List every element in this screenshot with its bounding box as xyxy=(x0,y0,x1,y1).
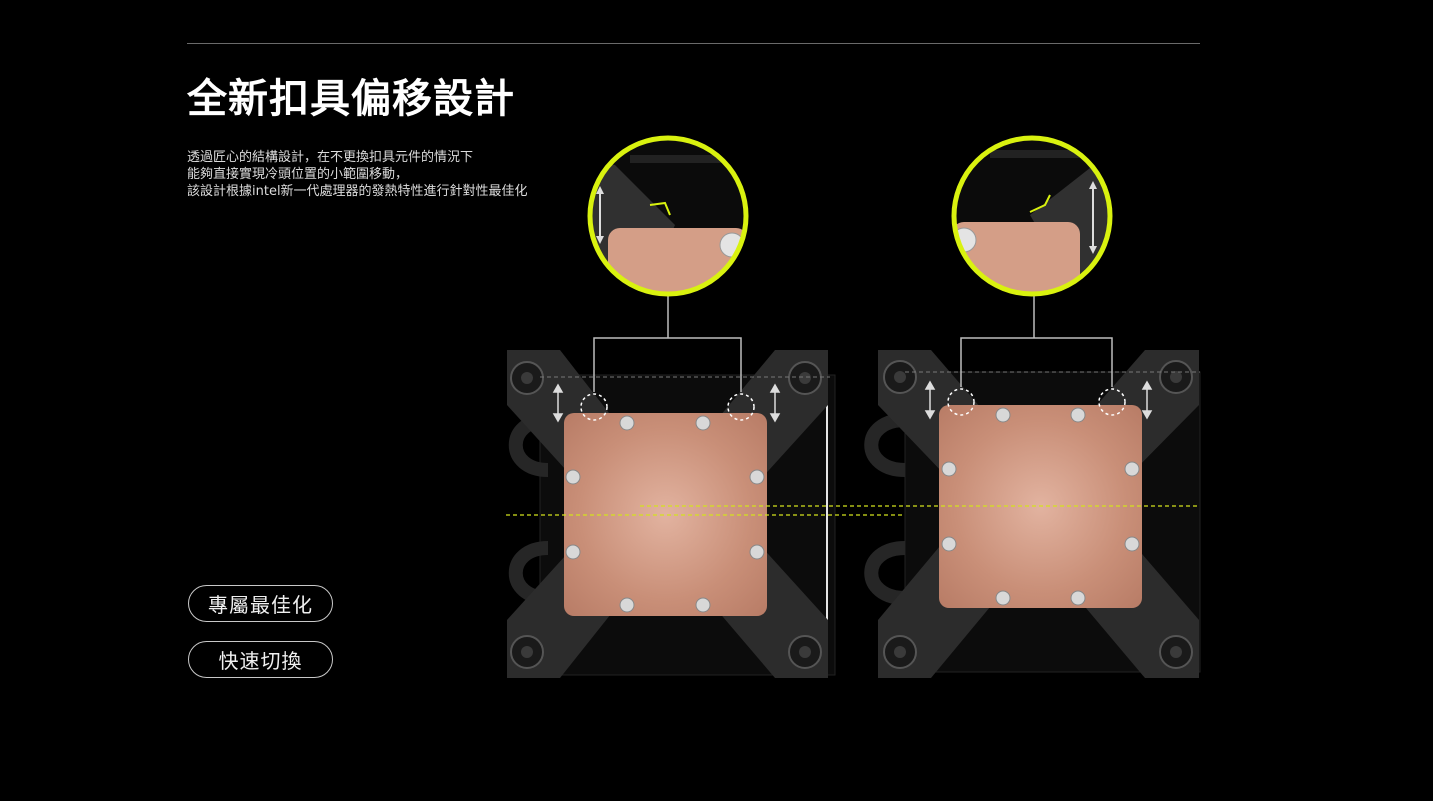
top-divider xyxy=(187,43,1200,44)
description-line-3: 該設計根據intel新一代處理器的發熱特性進行針對性最佳化 xyxy=(187,184,528,199)
quick-switch-button[interactable]: 快速切換 xyxy=(188,641,333,678)
exclusive-optimization-button[interactable]: 專屬最佳化 xyxy=(188,585,333,622)
screw-icon xyxy=(941,407,1140,606)
mounting-offset-illustration xyxy=(506,135,1201,678)
cooler-mount-right xyxy=(640,295,1201,678)
section-title: 全新扣具偏移設計 xyxy=(187,76,515,122)
magnifier-ring-right xyxy=(951,135,1113,297)
cooler-mount-left xyxy=(506,295,1005,678)
description-line-1: 透過匠心的結構設計，在不更換扣具元件的情況下 xyxy=(187,150,474,165)
section-description: 透過匠心的結構設計，在不更換扣具元件的情況下 能夠直接實現冷頭位置的小範圍移動，… xyxy=(187,149,528,200)
description-line-2: 能夠直接實現冷頭位置的小範圍移動， xyxy=(187,167,409,182)
screw-icon xyxy=(565,415,765,613)
magnifier-ring-left xyxy=(587,135,749,297)
double-arrow-icon xyxy=(924,380,1153,420)
double-arrow-icon xyxy=(552,383,781,423)
